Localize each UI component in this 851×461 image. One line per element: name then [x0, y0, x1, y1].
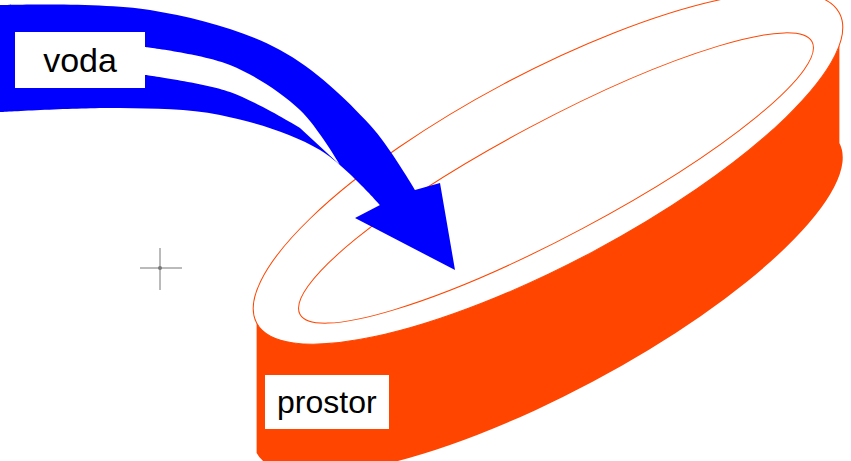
node-label: voda — [15, 32, 145, 88]
node-label: prostor — [265, 375, 389, 429]
crosshair-dot — [158, 266, 162, 270]
cylinder-inner-rim — [273, 0, 839, 364]
arrow-gap — [145, 47, 340, 165]
cylinder-node: prostor — [245, 0, 851, 461]
crosshair-symbol — [140, 248, 182, 290]
cylinder-top — [245, 0, 851, 407]
label-box: voda — [15, 32, 145, 88]
